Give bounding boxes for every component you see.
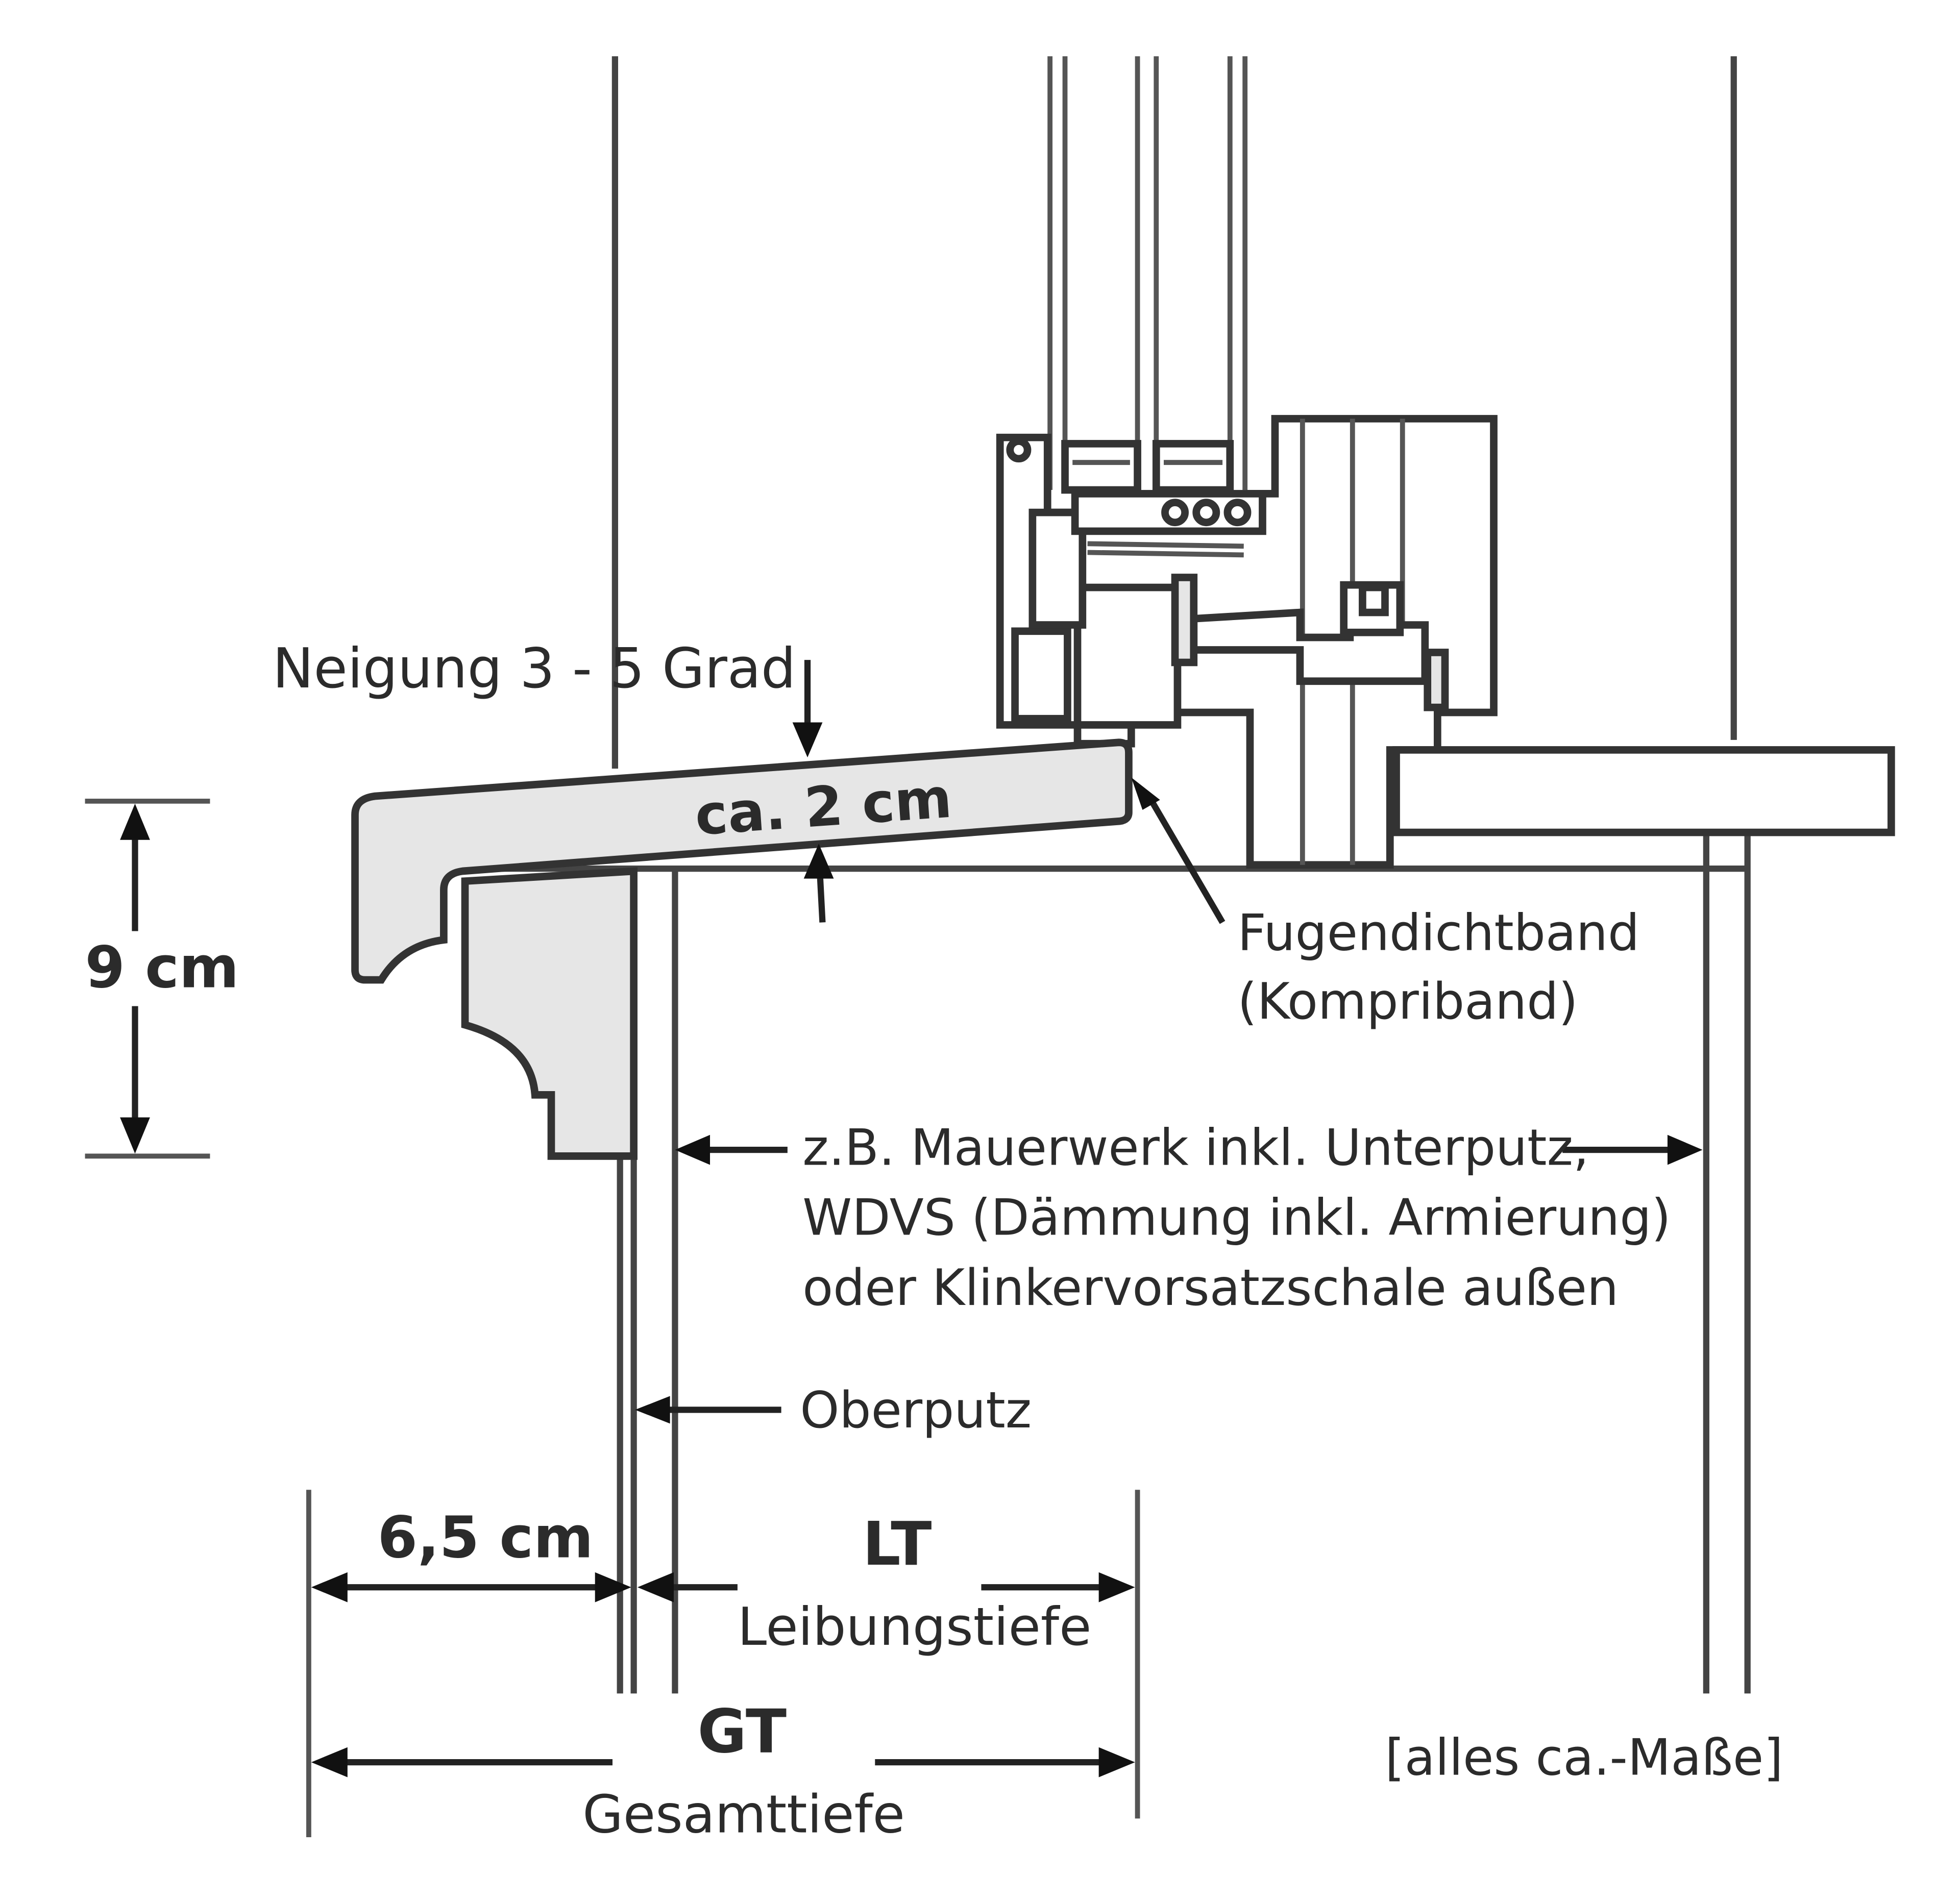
- thickness-indicators: [792, 660, 834, 923]
- sash-lower-block: [1073, 583, 1182, 729]
- sealing-tape-label: Fugendichtband: [1237, 904, 1639, 962]
- inner-window-board: [1392, 746, 1895, 836]
- lt-code-label: LT: [863, 1509, 932, 1579]
- screw: [1087, 541, 1244, 549]
- gasket: [1171, 574, 1198, 666]
- top-plaster-label: Oberputz: [800, 1381, 1032, 1440]
- sealing-tape-leader: [1131, 777, 1226, 924]
- glazing: [1047, 56, 1248, 494]
- wall-note-line-3: oder Klinkervorsatzschale außen: [802, 1259, 1619, 1317]
- wall-lines: [460, 56, 1751, 1694]
- height-dimension: [85, 798, 210, 1159]
- wall-depth-dimension: [675, 1134, 1703, 1165]
- sill-support-profile: [461, 867, 638, 1160]
- lt-name-label: Leibungstiefe: [738, 1597, 1092, 1658]
- window-frame-profile: [996, 415, 1498, 869]
- slope-label: Neigung 3 - 5 Grad: [273, 637, 796, 701]
- bottom-dimensions: [306, 1490, 1140, 1838]
- exterior-window-sill: [351, 738, 1133, 984]
- gt-name-label: Gesamttiefe: [582, 1784, 905, 1845]
- overhang-label: 6,5 cm: [378, 1503, 594, 1571]
- height-label: 9 cm: [85, 934, 239, 1001]
- top-plaster-leader: [635, 1396, 781, 1424]
- sealing-tape-sublabel: (Kompriband): [1237, 973, 1578, 1031]
- gt-code-label: GT: [698, 1697, 787, 1767]
- wall-note-line-2: WDVS (Dämmung inkl. Armierung): [802, 1189, 1671, 1247]
- wall-note-line-1: z.B. Mauerwerk inkl. Unterputz,: [802, 1119, 1589, 1177]
- approx-note: [alles ca.-Maße]: [1385, 1729, 1783, 1787]
